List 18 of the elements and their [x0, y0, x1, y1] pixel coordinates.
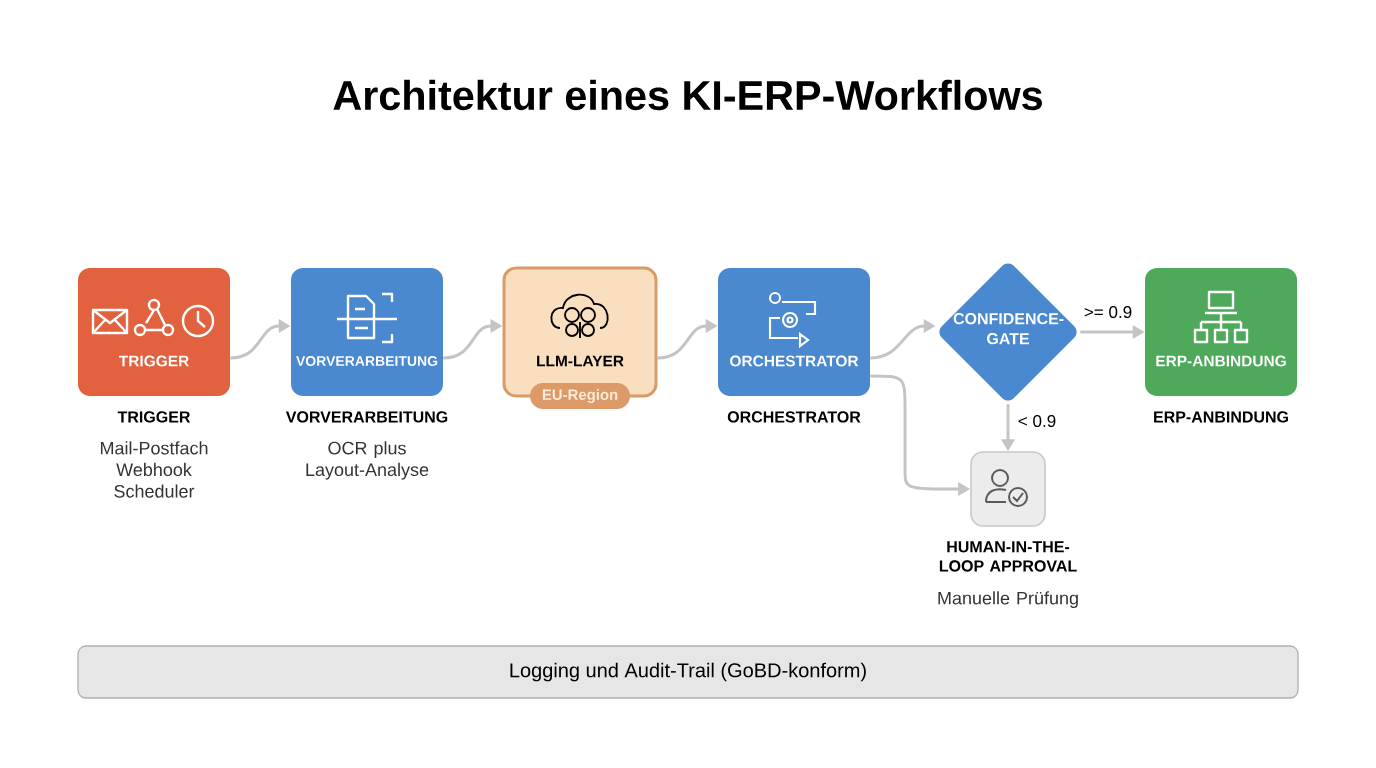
- step-heading: ERP-ANBINDUNG: [1154, 411, 1288, 423]
- step-description: OCR plus Layout-Analyse: [306, 441, 429, 480]
- erp-box: ERP-ANBINDUNG: [1145, 268, 1297, 396]
- logging-bar: Logging und Audit-Trail (GoBD-konform): [77, 645, 1299, 699]
- step-description: Manuelle Prüfung: [938, 591, 1078, 609]
- step-description: Mail-Postfach Webhook Scheduler: [100, 441, 208, 498]
- step-heading: VORVERARBEITUNG: [285, 411, 448, 423]
- step-heading: TRIGGER: [117, 411, 191, 423]
- process-box: VORVERARBEITUNG: [291, 268, 443, 396]
- title: Architektur eines KI-ERP-Workflows: [333, 79, 1042, 111]
- trigger-box: TRIGGER: [78, 268, 230, 396]
- edge-label: >= 0.9: [1082, 304, 1134, 320]
- orchestrator-box: ORCHESTRATOR: [718, 268, 870, 396]
- step-heading: HUMAN-IN-THE-LOOP APPROVAL: [939, 541, 1077, 572]
- region-badge: EU-Region: [530, 383, 630, 409]
- approval-box: [970, 451, 1046, 527]
- step-heading: ORCHESTRATOR: [727, 411, 861, 423]
- edge-label: < 0.9: [1016, 413, 1058, 429]
